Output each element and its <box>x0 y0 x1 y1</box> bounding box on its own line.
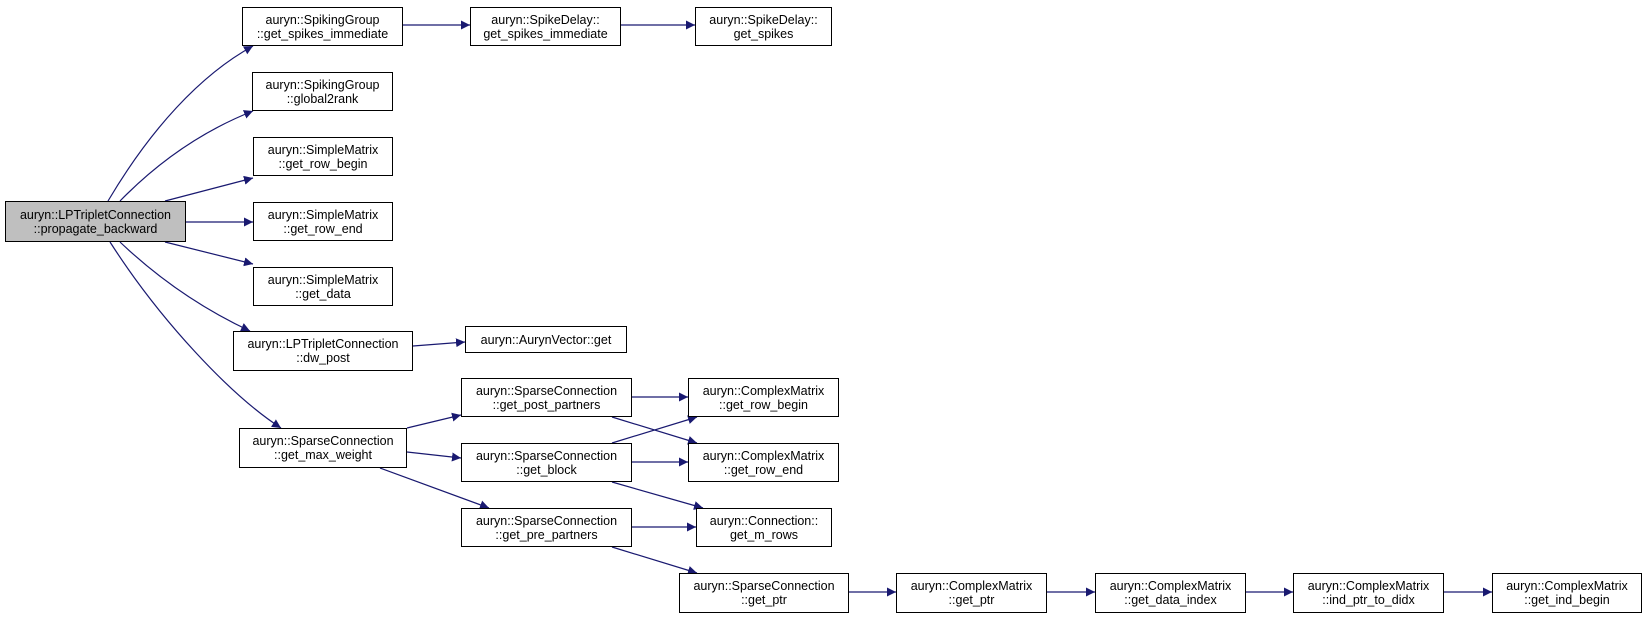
node-aurynvector-get[interactable]: auryn::AurynVector::get <box>465 326 627 353</box>
edge-sc-get-block-to-conn-get-m-rows <box>611 481 704 510</box>
node-spikedelay-get-spikes-immediate[interactable]: auryn::SpikeDelay:: get_spikes_immediate <box>470 7 621 46</box>
node-label: auryn::SpikeDelay:: get_spikes_immediate <box>483 12 608 41</box>
node-label: auryn::Connection:: get_m_rows <box>709 513 819 542</box>
edge-root-to-sc-get-max-weight <box>109 241 282 429</box>
node-sparseconnection-get-max-weight[interactable]: auryn::SparseConnection ::get_max_weight <box>239 428 407 468</box>
node-label: auryn::ComplexMatrix ::get_ind_begin <box>1506 579 1628 607</box>
node-complexmatrix-get-row-begin[interactable]: auryn::ComplexMatrix ::get_row_begin <box>688 378 839 417</box>
node-complexmatrix-get-ptr[interactable]: auryn::ComplexMatrix ::get_ptr <box>896 573 1047 613</box>
node-lptripletconnection-propagate-backward: auryn::LPTripletConnection ::propagate_b… <box>5 201 186 242</box>
node-label: auryn::ComplexMatrix ::get_row_begin <box>702 383 825 412</box>
node-label: auryn::SimpleMatrix ::get_row_end <box>267 207 379 236</box>
node-label: auryn::SparseConnection ::get_pre_partne… <box>475 513 618 542</box>
node-label: auryn::SparseConnection ::get_block <box>475 448 618 477</box>
node-complexmatrix-get-ind-begin[interactable]: auryn::ComplexMatrix ::get_ind_begin <box>1492 573 1642 613</box>
edge-root-to-lpt-dw-post <box>119 241 251 332</box>
node-spikedelay-get-spikes[interactable]: auryn::SpikeDelay:: get_spikes <box>695 7 832 46</box>
edge-root-to-sg-global2rank <box>119 110 254 202</box>
edge-root-to-sg-get-spikes-immediate <box>107 45 254 202</box>
node-spikinggroup-global2rank[interactable]: auryn::SpikingGroup ::global2rank <box>252 72 393 111</box>
node-label: auryn::SpikingGroup ::get_spikes_immedia… <box>256 12 389 41</box>
edge-sc-get-block-to-cm-get-row-begin <box>611 415 698 444</box>
edge-sc-get-max-weight-to-sc-get-post-partners <box>406 412 462 429</box>
node-simplematrix-get-data[interactable]: auryn::SimpleMatrix ::get_data <box>253 267 393 306</box>
node-complexmatrix-ind-ptr-to-didx[interactable]: auryn::ComplexMatrix ::ind_ptr_to_didx <box>1293 573 1444 613</box>
edge-sc-get-max-weight-to-sc-get-block <box>406 451 462 462</box>
node-label: auryn::SparseConnection ::get_ptr <box>693 579 835 607</box>
edge-root-to-sm-get-row-begin <box>164 175 254 202</box>
node-simplematrix-get-row-end[interactable]: auryn::SimpleMatrix ::get_row_end <box>253 202 393 241</box>
edge-sc-get-max-weight-to-sc-get-pre-partners <box>379 467 490 510</box>
node-lptripletconnection-dw-post[interactable]: auryn::LPTripletConnection ::dw_post <box>233 331 413 371</box>
node-label: auryn::ComplexMatrix ::get_row_end <box>702 448 825 477</box>
edge-sc-get-pre-partners-to-sc-get-ptr <box>611 546 698 575</box>
graph-edges <box>107 20 1492 597</box>
edge-root-to-sm-get-data <box>164 241 254 267</box>
edge-lpt-dw-post-to-av-get <box>412 338 466 348</box>
node-label: auryn::LPTripletConnection ::propagate_b… <box>19 207 171 236</box>
node-label: auryn::AurynVector::get <box>480 332 612 347</box>
node-label: auryn::SparseConnection ::get_max_weight <box>252 434 394 462</box>
node-complexmatrix-get-row-end[interactable]: auryn::ComplexMatrix ::get_row_end <box>688 443 839 482</box>
node-sparseconnection-get-ptr[interactable]: auryn::SparseConnection ::get_ptr <box>679 573 849 613</box>
node-label: auryn::LPTripletConnection ::dw_post <box>247 337 399 365</box>
node-label: auryn::SpikeDelay:: get_spikes <box>709 12 818 41</box>
node-label: auryn::SparseConnection ::get_post_partn… <box>475 383 618 412</box>
node-sparseconnection-get-block[interactable]: auryn::SparseConnection ::get_block <box>461 443 632 482</box>
node-spikinggroup-get-spikes-immediate[interactable]: auryn::SpikingGroup ::get_spikes_immedia… <box>242 7 403 46</box>
node-connection-get-m-rows[interactable]: auryn::Connection:: get_m_rows <box>696 508 832 547</box>
node-label: auryn::SpikingGroup ::global2rank <box>265 77 380 106</box>
node-label: auryn::SimpleMatrix ::get_row_begin <box>267 142 379 171</box>
node-label: auryn::ComplexMatrix ::get_ptr <box>910 579 1033 607</box>
node-sparseconnection-get-pre-partners[interactable]: auryn::SparseConnection ::get_pre_partne… <box>461 508 632 547</box>
node-simplematrix-get-row-begin[interactable]: auryn::SimpleMatrix ::get_row_begin <box>253 137 393 176</box>
node-label: auryn::ComplexMatrix ::ind_ptr_to_didx <box>1307 579 1430 607</box>
node-sparseconnection-get-post-partners[interactable]: auryn::SparseConnection ::get_post_partn… <box>461 378 632 417</box>
node-label: auryn::ComplexMatrix ::get_data_index <box>1109 579 1232 607</box>
node-complexmatrix-get-data-index[interactable]: auryn::ComplexMatrix ::get_data_index <box>1095 573 1246 613</box>
node-label: auryn::SimpleMatrix ::get_data <box>267 272 379 301</box>
